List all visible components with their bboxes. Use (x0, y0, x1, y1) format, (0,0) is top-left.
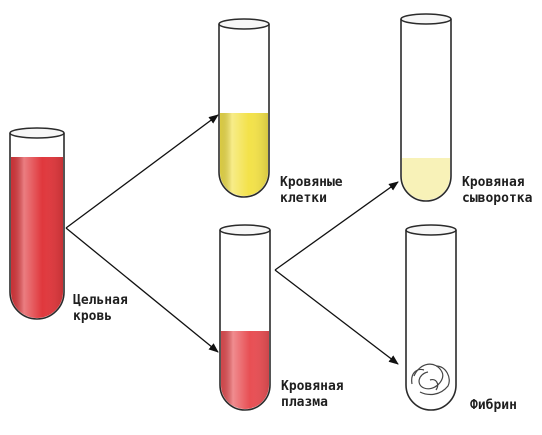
arrow-blood-to-cells (65, 114, 219, 229)
label-blood-cells-line-1: Кровяные (280, 175, 343, 190)
label-whole-blood: Цельная кровь (73, 293, 128, 325)
whole-blood-tube (9, 127, 65, 320)
fibrin-tube (405, 224, 457, 411)
label-blood-plasma: Кровяная плазма (281, 379, 344, 411)
blood-serum-tube (400, 13, 452, 202)
label-blood-serum: Кровяная сыворотка (462, 175, 532, 207)
label-blood-serum-line-2: сыворотка (462, 191, 533, 206)
arrow-plasma-to-fibrin (274, 269, 399, 365)
blood-plasma-tube (219, 224, 271, 411)
label-blood-serum-line-1: Кровяная (462, 175, 525, 190)
blood-cells-tube (218, 18, 270, 198)
label-whole-blood-line-1: Цельная (73, 293, 128, 308)
fibrin-clot (411, 363, 450, 396)
label-whole-blood-line-2: кровь (73, 309, 113, 324)
label-blood-plasma-line-2: плазма (281, 395, 328, 410)
label-blood-plasma-line-1: Кровяная (281, 379, 344, 394)
arrow-blood-to-plasma (65, 227, 219, 353)
label-fibrin: Фибрин (470, 398, 517, 414)
label-blood-cells: Кровяные клетки (280, 175, 343, 207)
arrow-plasma-to-serum (274, 181, 399, 271)
arrows (65, 114, 399, 365)
label-blood-cells-line-2: клетки (280, 191, 327, 206)
label-fibrin-line-1: Фибрин (470, 398, 517, 413)
